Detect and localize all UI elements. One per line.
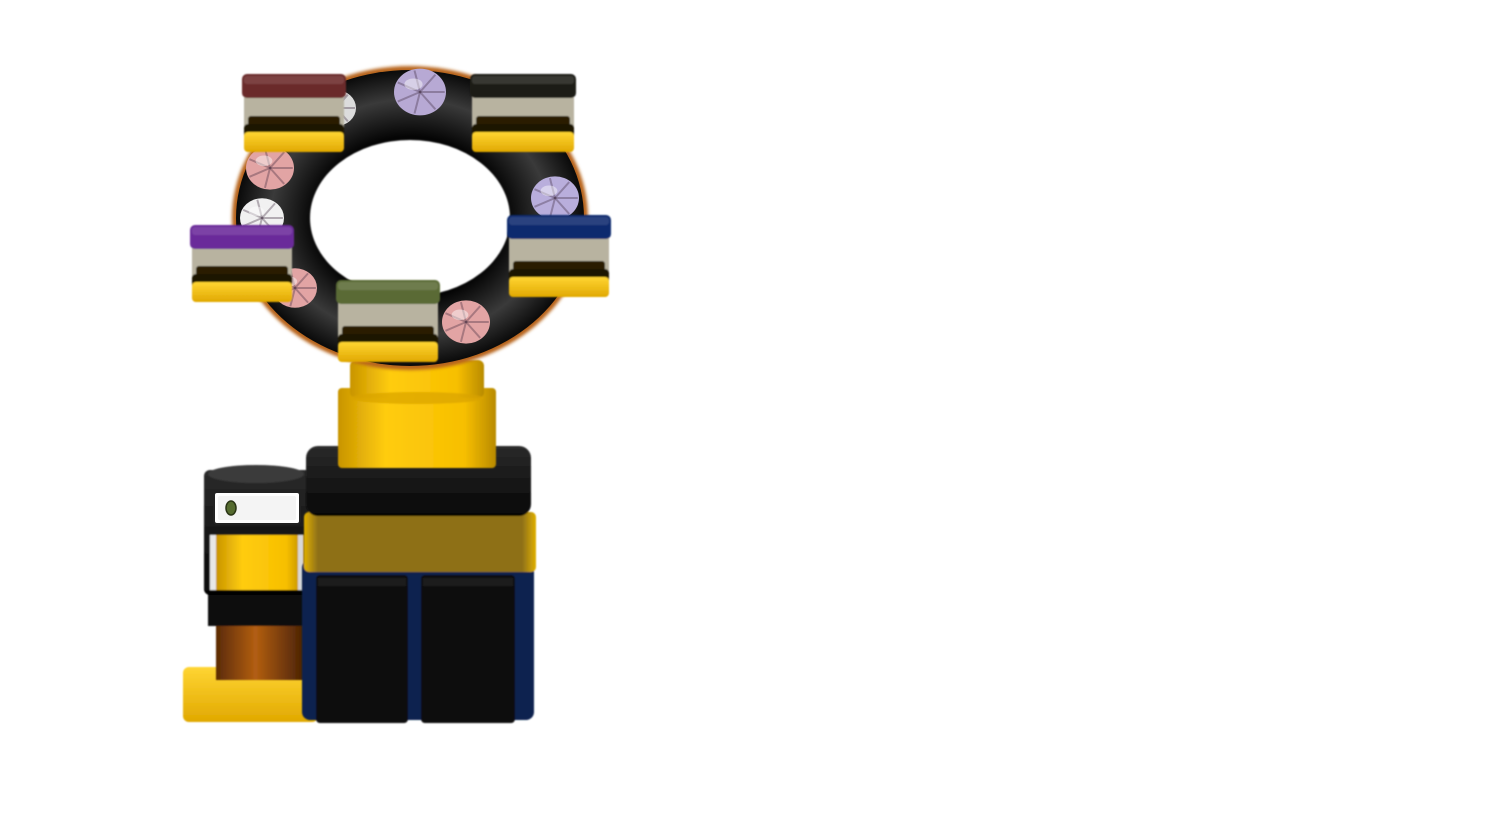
status-indicator-light: [225, 500, 237, 516]
shell-icon: [394, 68, 446, 116]
carousel-cars: [190, 74, 611, 362]
main-body: [302, 446, 536, 723]
canister-display-panel: [213, 491, 301, 525]
car-middle-left: [190, 225, 294, 302]
car-top-left: [242, 74, 346, 152]
base-foot: [183, 667, 318, 722]
car-top-right: [470, 74, 576, 152]
shell-icon: [531, 176, 579, 220]
upper-column: [338, 360, 496, 468]
shell-icon: [442, 300, 490, 344]
shell-icon: [246, 146, 294, 190]
car-middle-right: [507, 215, 611, 297]
car-bottom: [336, 280, 440, 362]
